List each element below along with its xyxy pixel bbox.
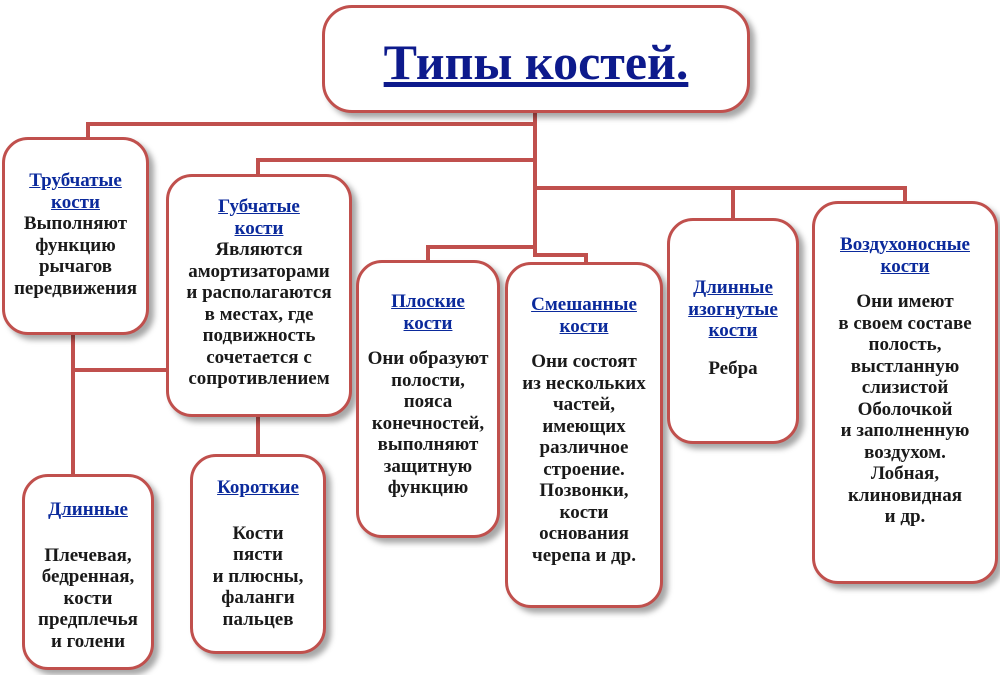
node-short-title: Короткие [217,477,299,498]
main-title: Типы костей. [383,34,689,90]
node-long-title: Длинные [48,499,128,520]
main-title-box: Типы костей. [322,5,750,113]
node-curved-desc: Ребра [708,357,758,379]
